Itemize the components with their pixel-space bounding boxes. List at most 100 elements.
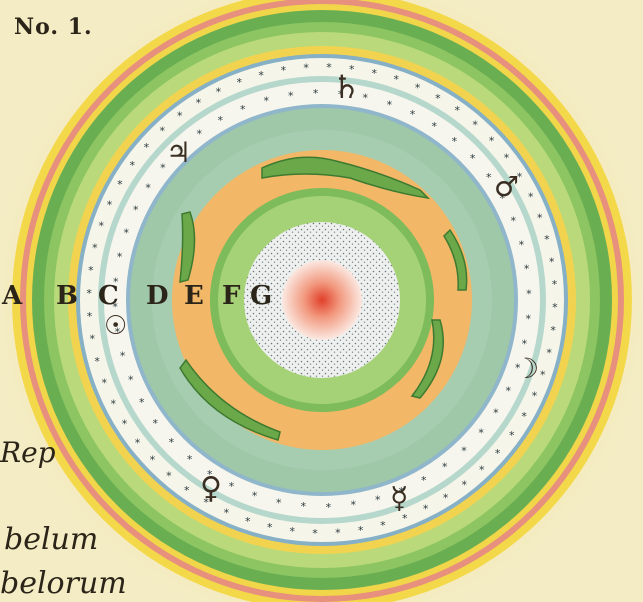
star-mark: * [524,263,530,276]
star-mark: * [526,288,532,301]
star-mark: * [442,461,448,474]
star-mark: * [375,493,381,506]
letter-e: E [184,281,204,311]
margin-rep: Rep [0,436,56,469]
star-mark: * [335,527,341,540]
star-mark: * [86,287,92,300]
star-mark: * [532,390,538,403]
letter-a: A [1,281,23,311]
star-mark: * [546,346,552,359]
star-mark: * [258,69,264,82]
star-mark: * [160,124,166,137]
star-mark: * [461,445,467,458]
star-mark: * [372,67,378,80]
star-mark: * [145,182,151,195]
star-mark: * [443,492,449,505]
star-mark: * [552,301,558,314]
venus-symbol: ♀ [200,471,222,506]
sun-symbol: ☉ [104,311,127,341]
star-mark: * [479,464,485,477]
star-mark: * [380,519,386,532]
star-mark: * [252,490,258,503]
star-mark: * [528,190,534,203]
star-mark: * [504,152,510,165]
star-mark: * [177,110,183,123]
letter-d: D [146,281,169,311]
star-mark: * [486,171,492,184]
mars-symbol: ♂ [494,170,519,203]
star-mark: * [133,204,139,217]
star-mark: * [267,521,273,534]
star-mark: * [237,76,243,89]
star-mark: * [216,85,222,98]
star-mark: * [92,242,98,255]
star-mark: * [128,373,134,386]
star-mark: * [98,220,104,233]
star-mark: * [432,120,438,133]
star-mark: * [196,127,202,140]
star-mark: * [240,103,246,116]
star-mark: * [326,501,332,514]
star-mark: * [410,108,416,121]
star-mark: * [107,198,113,211]
star-mark: * [358,524,364,537]
star-mark: * [150,454,156,467]
star-mark: * [351,499,357,512]
star-mark: * [462,479,468,492]
star-mark: * [139,396,145,409]
star-mark: * [144,141,150,154]
star-mark: * [493,406,499,419]
star-mark: * [288,89,294,102]
star-mark: * [509,429,515,442]
star-mark: * [454,104,460,117]
star-mark: * [423,503,429,516]
star-mark: * [117,178,123,191]
star-mark: * [135,436,141,449]
star-mark: * [313,87,319,100]
star-mark: * [472,118,478,131]
star-mark: * [89,333,95,346]
moon-symbol: ☽ [514,352,539,385]
star-mark: * [387,98,393,111]
star-mark: * [224,507,230,520]
star-mark: * [415,82,421,95]
star-mark: * [435,92,441,105]
star-mark: * [301,500,307,513]
saturn-symbol: ♄ [332,68,361,106]
star-mark: * [169,436,175,449]
star-mark: * [519,238,525,251]
star-mark: * [552,278,558,291]
letter-b: B [56,281,78,311]
star-mark: * [120,350,126,363]
star-mark: * [394,73,400,86]
star-mark: * [94,355,100,368]
star-mark: * [153,417,159,430]
star-mark: * [184,484,190,497]
center-core [282,260,362,340]
star-mark: * [510,215,516,228]
star-mark: * [495,447,501,460]
margin-line-1: belum [4,522,98,557]
star-mark: * [363,92,369,105]
star-mark: * [111,398,117,411]
star-mark: * [478,426,484,439]
star-mark: * [522,337,528,350]
star-mark: * [276,496,282,509]
star-mark: * [550,324,556,337]
star-mark: * [187,453,193,466]
star-mark: * [122,418,128,431]
star-mark: * [521,410,527,423]
star-mark: * [124,227,130,240]
star-mark: * [470,152,476,165]
star-mark: * [129,159,135,172]
star-mark: * [229,480,235,493]
jupiter-symbol: ♃ [166,136,191,169]
star-mark: * [264,95,270,108]
margin-line-2: belorum [0,566,127,601]
letter-c: C [98,281,119,311]
star-mark: * [88,264,94,277]
star-mark: * [452,135,458,148]
star-mark: * [489,134,495,147]
star-mark: * [312,527,318,540]
